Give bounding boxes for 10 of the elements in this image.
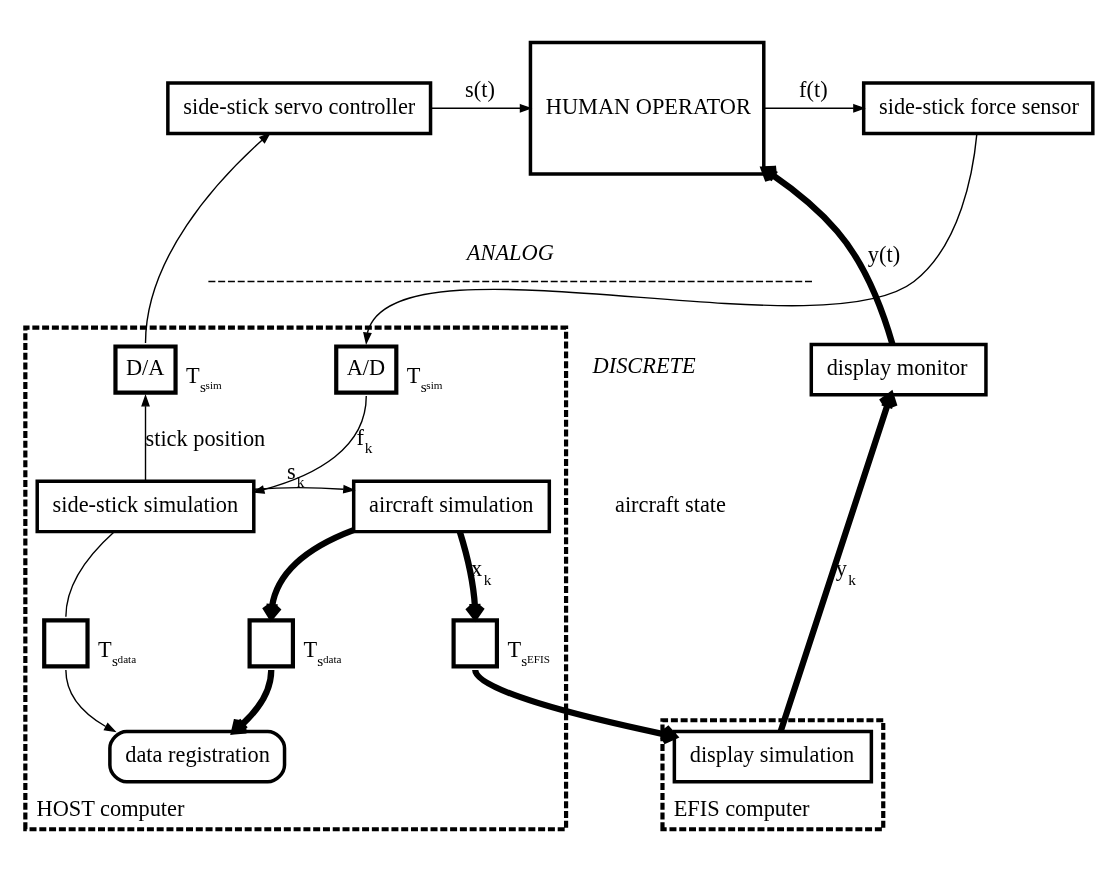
edge-label: stick position	[145, 425, 266, 451]
edge-label: y(t)	[867, 241, 901, 267]
edge-label: s$_{k}$	[287, 458, 305, 490]
edge-label: y$_{k}$	[835, 555, 856, 588]
label: ANALOG	[466, 239, 554, 265]
label: DISCRETE	[592, 352, 696, 378]
edge-label: s(t)	[465, 76, 495, 102]
label: aircraft state	[614, 491, 727, 517]
edge-label: f$_{k}$	[356, 424, 373, 456]
edge-label: f(t)	[799, 76, 828, 102]
